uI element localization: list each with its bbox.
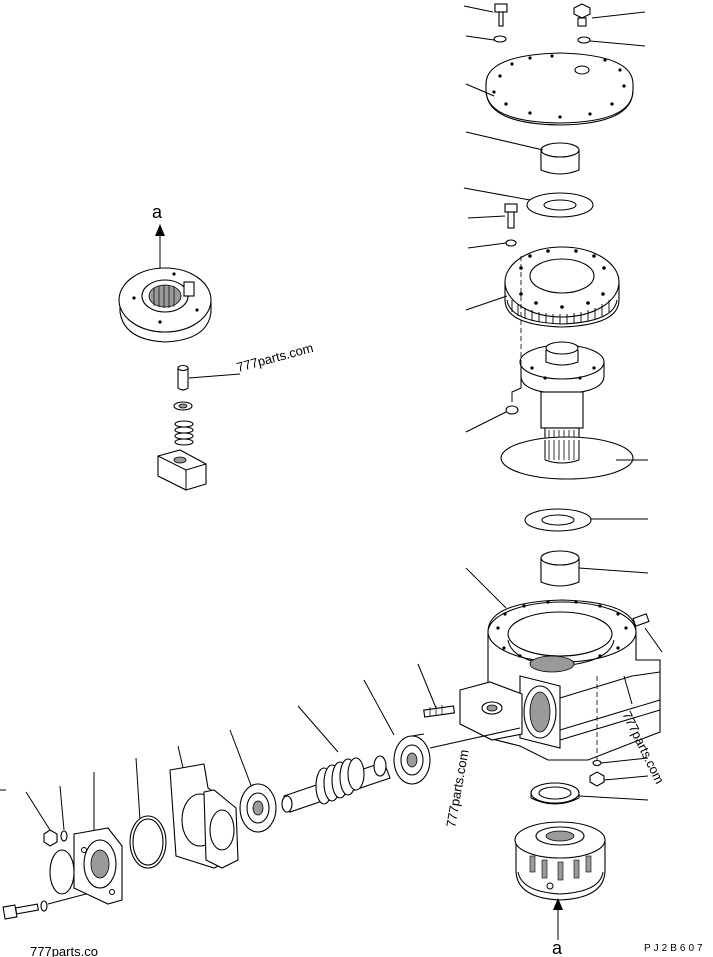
cover-plate xyxy=(485,52,634,126)
top-left-washer xyxy=(493,35,507,43)
lower-bushing xyxy=(540,550,580,587)
bottom-hub xyxy=(514,821,606,901)
drain-bolt xyxy=(589,771,605,787)
top-left-bolt xyxy=(494,3,508,27)
shim-gasket-front xyxy=(203,789,239,869)
watermark-vertical-center: 777parts.com xyxy=(443,748,471,828)
nut-washer xyxy=(60,830,68,842)
cover-nut xyxy=(43,829,58,847)
pin-washer xyxy=(173,401,193,411)
oil-seal-lower xyxy=(530,782,580,805)
gear-housing xyxy=(459,599,661,761)
worm-bearing-right xyxy=(393,733,431,785)
coupling-flange xyxy=(118,267,212,343)
pin xyxy=(177,364,189,391)
drain-washer xyxy=(592,759,602,767)
top-reference-arrow xyxy=(155,224,165,270)
cover-bolt xyxy=(2,900,48,920)
breather-fitting xyxy=(632,613,650,627)
bottom-reference-arrow xyxy=(553,898,563,940)
watermark-bottom-left: 777parts.co xyxy=(30,944,98,957)
end-cover xyxy=(73,827,123,905)
gear-bolt xyxy=(504,203,518,229)
worm-shaft xyxy=(281,755,391,813)
stud-bolt xyxy=(423,705,456,718)
reference-label-top: a xyxy=(152,202,163,222)
spring xyxy=(174,420,194,446)
drawing-code: PJ2B607 xyxy=(644,943,706,954)
watermark-main: 777parts.com xyxy=(235,340,315,375)
top-right-washer xyxy=(577,36,591,44)
thrust-washer-lower xyxy=(524,508,592,532)
o-ring xyxy=(129,815,167,869)
small-plug xyxy=(505,405,519,415)
worm-bearing-left xyxy=(239,783,277,833)
thrust-washer-upper xyxy=(526,192,594,218)
reference-label-bottom: a xyxy=(552,938,563,957)
cover-o-ring xyxy=(49,849,75,895)
gear-washer xyxy=(505,239,517,247)
upper-bushing xyxy=(540,142,580,175)
top-right-bolt xyxy=(573,3,591,27)
lock-block xyxy=(157,449,207,491)
ring-gear xyxy=(504,246,620,328)
seal-disc xyxy=(500,436,634,480)
